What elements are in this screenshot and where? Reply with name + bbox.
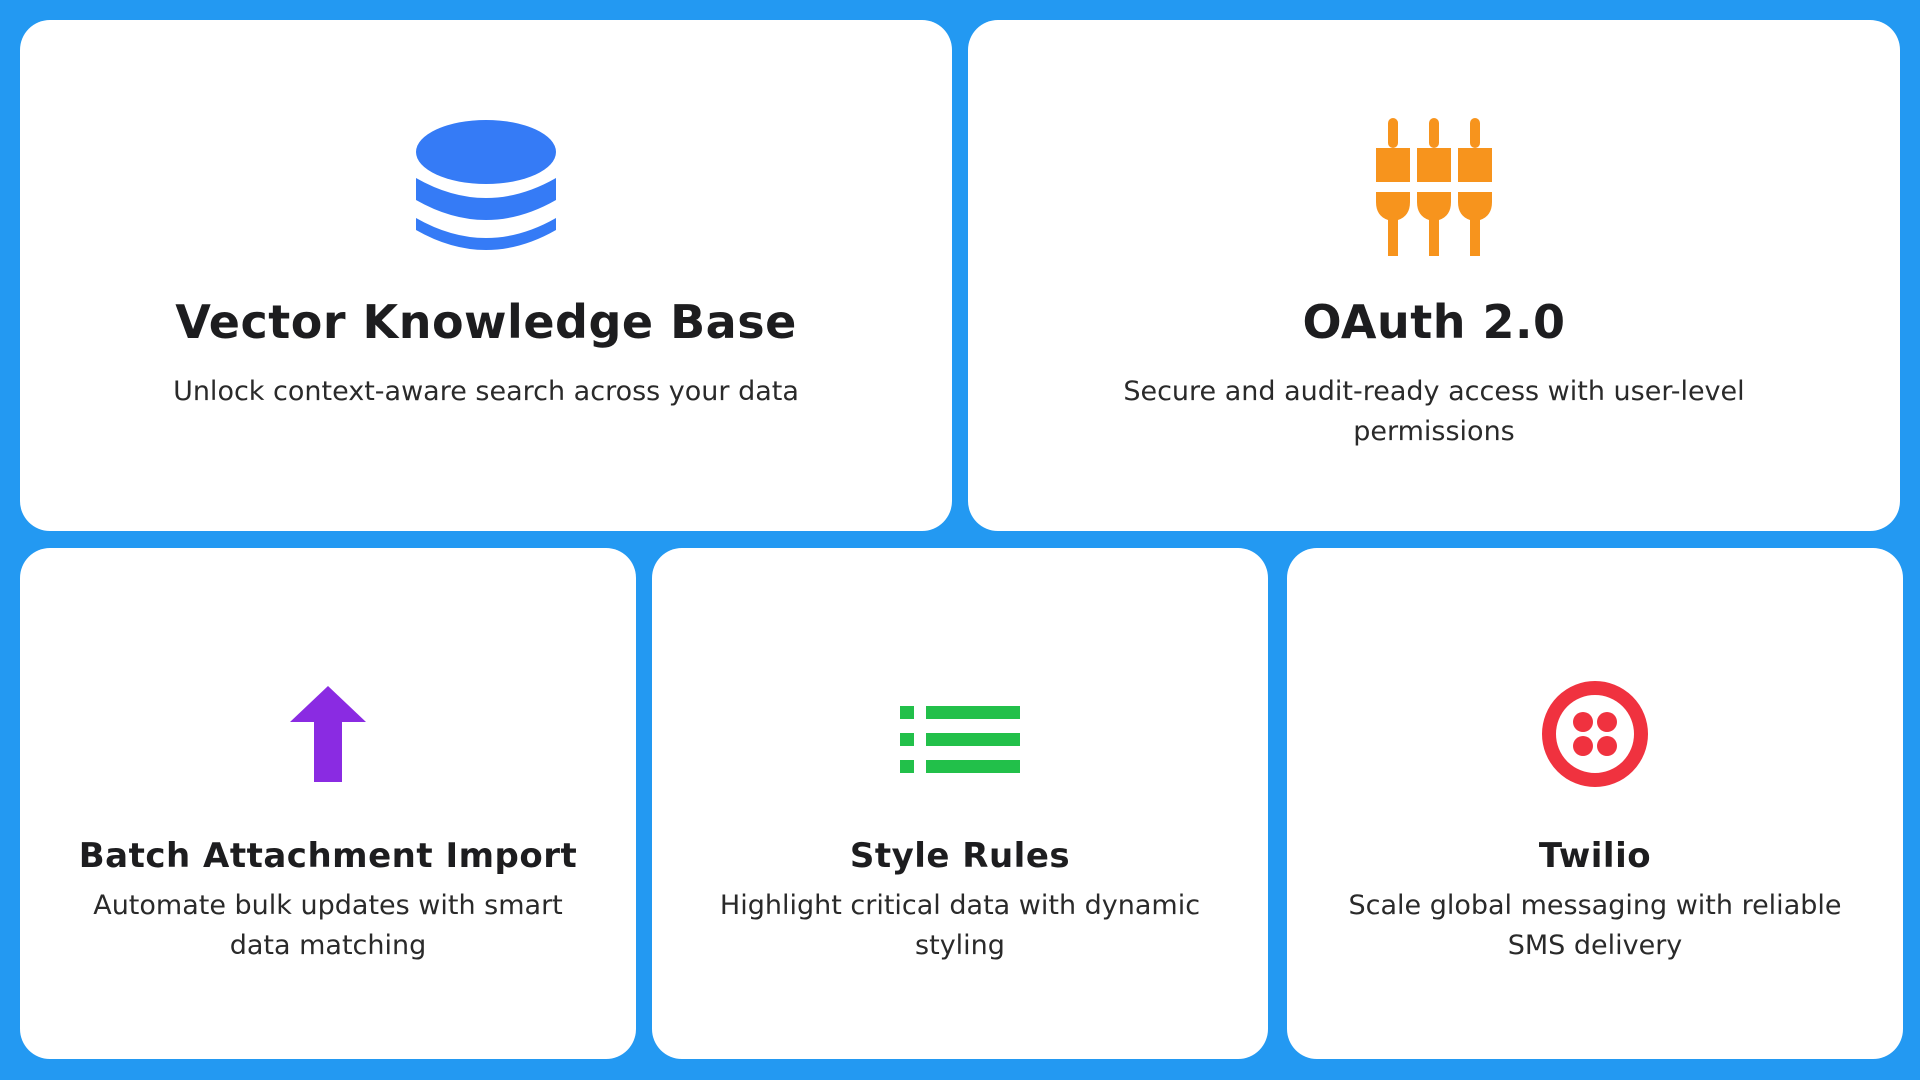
upload-arrow-icon (290, 686, 366, 782)
twilio-icon (1542, 681, 1648, 787)
feature-card-vector-knowledge-base[interactable]: Vector Knowledge Base Unlock context-awa… (20, 20, 952, 531)
card-description: Highlight critical data with dynamic sty… (719, 890, 1201, 961)
card-description: Scale global messaging with reliable SMS… (1348, 890, 1842, 961)
card-title: Vector Knowledge Base (175, 295, 797, 349)
card-title: Batch Attachment Import (78, 836, 578, 876)
card-description: Secure and audit-ready access with user-… (1123, 376, 1745, 447)
feature-card-batch-attachment-import[interactable]: Batch Attachment Import Automate bulk up… (20, 548, 636, 1059)
plug-icon (1376, 118, 1492, 256)
card-title: Twilio (1538, 836, 1652, 876)
card-description: Automate bulk updates with smart data ma… (93, 890, 563, 961)
feature-card-twilio[interactable]: Twilio Scale global messaging with relia… (1287, 548, 1903, 1059)
database-icon (416, 120, 556, 250)
card-description: Unlock context-aware search across your … (173, 376, 799, 407)
card-title: Style Rules (849, 836, 1071, 876)
feature-card-style-rules[interactable]: Style Rules Highlight critical data with… (652, 548, 1268, 1059)
card-title: OAuth 2.0 (1302, 295, 1566, 349)
list-icon (900, 706, 1020, 773)
feature-card-oauth[interactable]: OAuth 2.0 Secure and audit-ready access … (968, 20, 1900, 531)
